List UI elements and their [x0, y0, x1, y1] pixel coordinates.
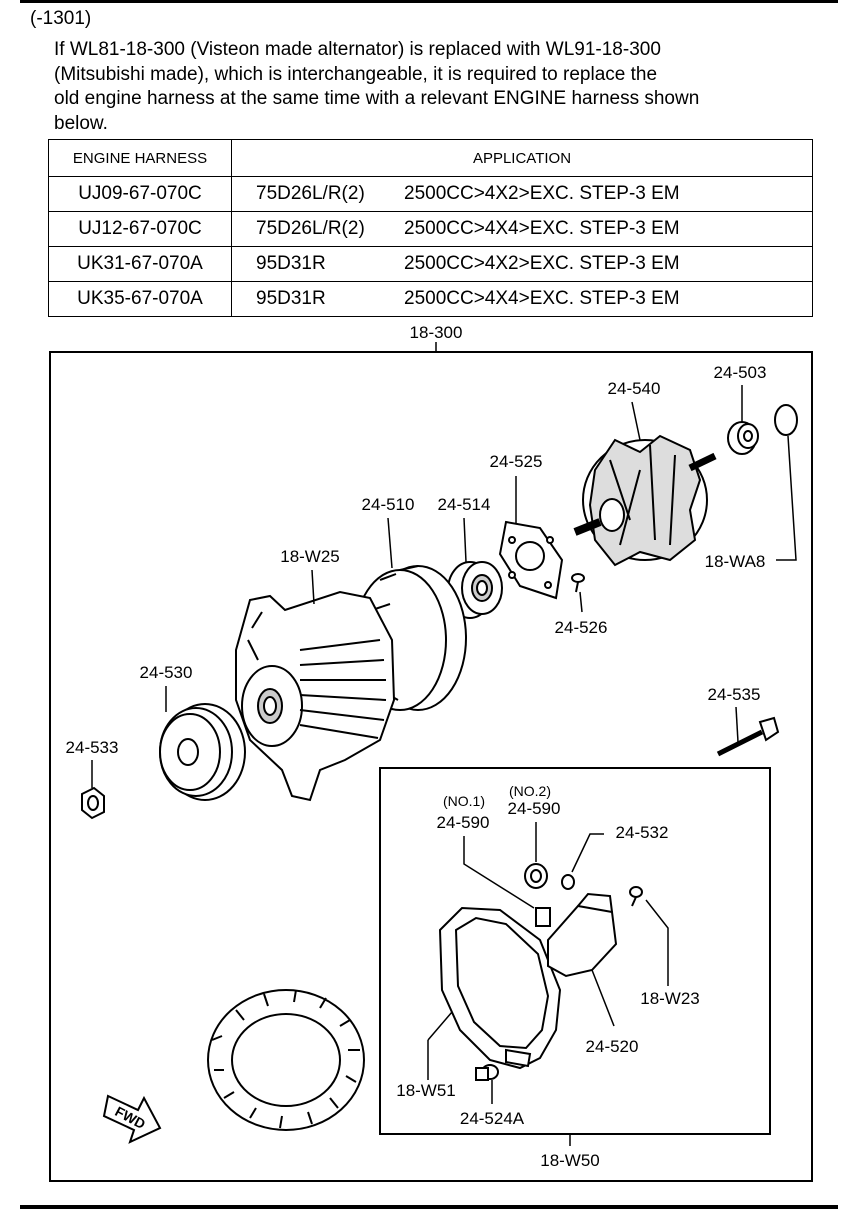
notice-line: (Mitsubishi made), which is interchangea… — [54, 63, 658, 85]
leader-line — [735, 706, 739, 743]
ring-part — [774, 404, 798, 436]
engine-spec: 2500CC>4X2>EXC. STEP-3 EM — [404, 183, 680, 204]
cover-screw-part — [629, 886, 643, 907]
callout-24-525: 24-525 — [490, 452, 543, 471]
notice-line: below. — [54, 112, 108, 134]
callout-24-520: 24-520 — [586, 1037, 639, 1056]
table-row: UJ09-67-070C 75D26L/R(2)2500CC>4X2>EXC. … — [48, 176, 813, 212]
table-row: UK35-67-070A 95D31R 2500CC>4X4>EXC. STEP-… — [48, 281, 813, 317]
inset-frame — [379, 767, 771, 1135]
rear-housing-part — [235, 590, 396, 802]
small-seal-part — [561, 874, 575, 890]
engine-spec: 2500CC>4X4>EXC. STEP-3 EM — [404, 218, 680, 239]
application-cell: 75D26L/R(2) 2500CC>4X2>EXC. STEP-3 EM — [231, 176, 813, 212]
callout-no2: (NO.2) — [509, 783, 551, 799]
callout-24-540: 24-540 — [608, 379, 661, 398]
callout-24-590-no1: 24-590 — [437, 813, 490, 832]
application-cell: 95D31R 2500CC>4X2>EXC. STEP-3 EM — [231, 246, 813, 282]
callout-24-526: 24-526 — [555, 618, 608, 637]
callout-24-530: 24-530 — [140, 663, 193, 682]
leader-line — [645, 899, 669, 986]
table-row: UK31-67-070A 95D31R 2500CC>4X2>EXC. STEP-… — [48, 246, 813, 282]
battery-spec: 95D31R — [256, 253, 326, 274]
harness-part-number: UK35-67-070A — [48, 281, 232, 317]
leader-line — [463, 517, 467, 563]
top-rule — [20, 0, 838, 3]
leader-line — [311, 569, 315, 605]
terminal-bolt-part — [475, 1064, 499, 1081]
notice-line: If WL81-18-300 (Visteon made alternator)… — [54, 39, 661, 60]
assembly-frame — [49, 351, 813, 1182]
callout-18-W50: 18-W50 — [540, 1151, 600, 1170]
battery-spec: 95D31R — [256, 288, 326, 309]
rear-bearing-part — [727, 421, 759, 455]
battery-spec: 75D26L/R(2) — [256, 218, 365, 239]
header-application: APPLICATION — [231, 139, 813, 177]
callout-24-510: 24-510 — [362, 495, 415, 514]
battery-spec: 75D26L/R(2) — [256, 183, 365, 204]
callout-24-524A: 24-524A — [460, 1109, 525, 1128]
seal-part — [524, 863, 548, 889]
harness-part-number: UK31-67-070A — [48, 246, 232, 282]
bottom-rule — [20, 1205, 838, 1209]
leader-line — [387, 517, 393, 569]
leader-line — [427, 1011, 453, 1041]
callout-24-532: 24-532 — [616, 823, 669, 842]
callout-18-W51: 18-W51 — [396, 1081, 456, 1100]
callout-24-535: 24-535 — [708, 685, 761, 704]
callout-24-590-no2: 24-590 — [508, 799, 561, 818]
assembly-label: 18-300 — [410, 323, 463, 342]
callout-18-W25: 18-W25 — [280, 547, 340, 566]
engine-spec: 2500CC>4X4>EXC. STEP-3 EM — [404, 288, 680, 309]
engine-spec: 2500CC>4X2>EXC. STEP-3 EM — [404, 253, 680, 274]
forward-arrow-icon: FWD — [102, 1094, 162, 1144]
table-row: UJ12-67-070C 75D26L/R(2) 2500CC>4X4>EXC. … — [48, 211, 813, 247]
table-header-row: ENGINE HARNESS APPLICATION — [48, 139, 813, 177]
harness-part-number: UJ12-67-070C — [48, 211, 232, 247]
callout-24-533: 24-533 — [66, 738, 119, 757]
callout-18-W23: 18-W23 — [640, 989, 700, 1008]
leader-line — [631, 401, 641, 441]
pulley-nut-part — [81, 786, 105, 820]
stator-part — [207, 989, 365, 1131]
application-cell: 95D31R 2500CC>4X4>EXC. STEP-3 EM — [231, 281, 813, 317]
leader-line — [591, 969, 615, 1027]
leader-line — [579, 591, 583, 613]
rotor-part — [573, 434, 717, 567]
brush-holder-part — [535, 892, 618, 978]
leader-line — [463, 836, 535, 909]
callout-no1: (NO.1) — [443, 793, 485, 809]
engine-harness-table: ENGINE HARNESS APPLICATION UJ09-67-070C … — [48, 139, 813, 317]
through-bolt-part — [716, 716, 780, 757]
plate-screw-part — [571, 573, 585, 593]
leader-line — [571, 833, 604, 873]
revision-code: (-1301) — [30, 8, 92, 29]
notice-line: old engine harness at the same time with… — [54, 88, 700, 109]
pulley-part — [159, 703, 246, 801]
bearing-retainer-plate — [498, 520, 564, 600]
replacement-notice: If WL81-18-300 (Visteon made alternator)… — [54, 38, 814, 136]
callout-24-503: 24-503 — [714, 363, 767, 382]
rear-cover-part — [438, 906, 562, 1070]
header-engine-harness: ENGINE HARNESS — [48, 139, 232, 177]
leader-line — [776, 435, 797, 561]
callout-18-WA8: 18-WA8 — [705, 552, 766, 571]
callout-24-514: 24-514 — [438, 495, 491, 514]
